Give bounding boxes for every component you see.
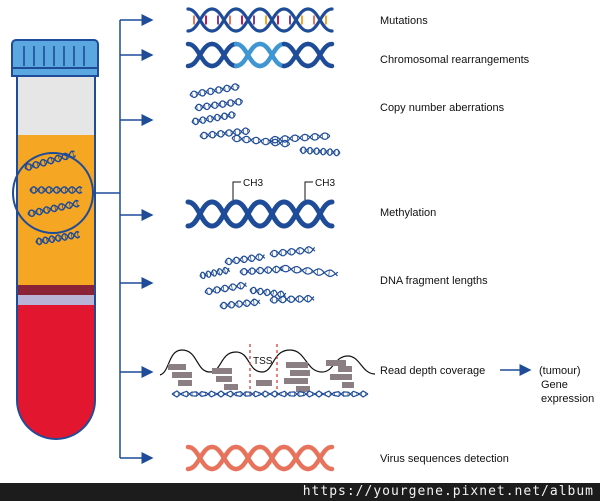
dna-strand — [305, 41, 335, 69]
sequencing-read — [216, 376, 232, 382]
dna-strand — [281, 41, 311, 69]
sequencing-read — [338, 366, 352, 372]
dna-strand — [257, 41, 287, 69]
methylation-dna-icon — [185, 199, 335, 229]
dna-strand — [257, 444, 287, 472]
tube-cap-ridges — [23, 46, 85, 66]
plasma-dna-fragments — [24, 150, 83, 246]
dna-strand — [281, 199, 311, 229]
sequencing-read — [286, 362, 308, 368]
dna-fragment — [194, 98, 244, 112]
dna-strand — [209, 199, 239, 229]
dna-fragment — [219, 298, 261, 310]
sequencing-read — [172, 372, 192, 378]
dna-fragment — [191, 111, 236, 126]
dna-fragment — [204, 281, 248, 296]
dna-fragment — [269, 246, 316, 258]
watermark-text: https://yourgene.pixnet.net/album — [302, 484, 594, 499]
blood-tube — [11, 39, 99, 440]
sequencing-read — [330, 374, 352, 380]
methyl-label-left: CH3 — [243, 178, 263, 189]
sequencing-read — [224, 384, 238, 390]
dna-fragment — [249, 286, 287, 299]
sequencing-read — [178, 380, 192, 386]
dna-fragment — [24, 150, 77, 171]
dna-fragment — [224, 253, 266, 266]
connector-lines — [93, 14, 154, 464]
label-read-depth-coverage: Read depth coverage — [380, 365, 485, 377]
label-virus-sequences-detection: Virus sequences detection — [380, 453, 509, 465]
sequencing-reads — [168, 360, 354, 392]
sequencing-read — [342, 382, 354, 388]
dna-strand — [282, 7, 310, 33]
read-depth-dna-strand — [171, 390, 369, 398]
dna-fragment — [269, 132, 331, 144]
sequencing-read — [290, 370, 310, 376]
dna-strand — [186, 7, 214, 33]
dna-strand — [305, 199, 335, 229]
coverage-curve — [159, 349, 376, 376]
mutations-dna-icon — [186, 7, 334, 33]
sequencing-read — [256, 380, 272, 386]
tube-outline — [16, 74, 96, 440]
virus-dna-icon — [185, 444, 335, 472]
dna-fragment — [29, 186, 83, 194]
dna-strand — [233, 199, 263, 229]
chromosomal-dna-icon — [185, 41, 335, 69]
dna-strand — [185, 41, 215, 69]
dna-strand — [257, 199, 287, 229]
label-tumour: (tumour) — [539, 365, 581, 377]
dna-fragment — [299, 146, 341, 157]
label-copy-number-aberrations: Copy number aberrations — [380, 102, 505, 114]
sequencing-read — [296, 386, 310, 392]
tss-label: TSS — [253, 356, 273, 367]
dna-fragment — [279, 264, 339, 278]
dna-strand — [306, 7, 334, 33]
tube-cap-rim — [11, 67, 99, 77]
label-gene: Gene — [541, 379, 568, 391]
dna-strand — [209, 444, 239, 472]
dna-strand — [305, 444, 335, 472]
dna-fragment — [189, 83, 240, 99]
label-chromosomal-rearrangements: Chromosomal rearrangements — [380, 54, 530, 66]
dna-strand — [233, 41, 263, 69]
sequencing-read — [168, 364, 186, 370]
methyl-groups — [232, 181, 313, 200]
dna-strand — [281, 444, 311, 472]
tube-empty-space — [17, 75, 95, 135]
dna-fragment — [239, 265, 283, 276]
label-expression: expression — [541, 393, 594, 405]
dna-fragment — [35, 230, 81, 246]
fragment-dna-icon — [199, 246, 339, 310]
read-depth-icon — [159, 344, 376, 398]
dna-fragment — [171, 390, 369, 398]
buffy-coat-dark — [17, 285, 95, 295]
dna-strand — [233, 444, 263, 472]
dna-strand — [209, 41, 239, 69]
watermark-bar: https://yourgene.pixnet.net/album — [0, 483, 600, 501]
sequencing-read — [212, 368, 232, 374]
dna-strand — [210, 7, 238, 33]
sequencing-read — [284, 378, 308, 384]
dna-strand — [185, 444, 215, 472]
dna-strand — [185, 199, 215, 229]
label-dna-fragment-lengths: DNA fragment lengths — [380, 275, 488, 287]
dna-fragment — [27, 199, 80, 218]
label-mutations: Mutations — [380, 15, 428, 27]
sequencing-read — [326, 360, 346, 366]
red-blood-cell-layer — [17, 305, 95, 439]
dna-strand — [234, 7, 262, 33]
copy-number-dna-icon — [189, 83, 341, 157]
dna-fragment — [199, 127, 251, 140]
label-methylation: Methylation — [380, 207, 436, 219]
methyl-label-right: CH3 — [315, 178, 335, 189]
dna-fragment — [199, 266, 231, 280]
buffy-coat-light — [17, 295, 95, 305]
dna-strand — [258, 7, 286, 33]
dna-fragment — [269, 294, 315, 304]
